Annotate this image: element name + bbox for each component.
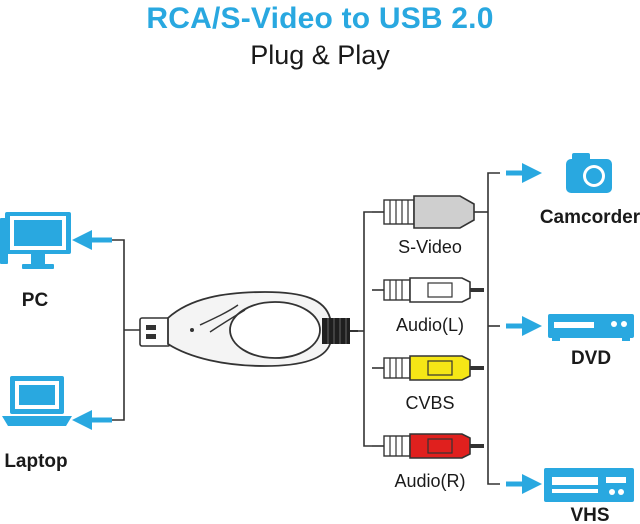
svideo-connector	[372, 195, 475, 229]
dvd-player-icon	[548, 314, 634, 341]
laptop-label: Laptop	[4, 451, 67, 472]
capture-dongle	[167, 291, 358, 367]
usb-plug	[139, 317, 171, 347]
audio-right-label: Audio(R)	[394, 471, 465, 491]
left-bracket	[112, 239, 142, 421]
camcorder-label: Camcorder	[540, 207, 640, 228]
svideo-label: S-Video	[398, 237, 462, 257]
cvbs-label: CVBS	[405, 393, 454, 413]
dvd-label: DVD	[571, 348, 611, 369]
right-bracket	[474, 172, 500, 485]
vhs-label: VHS	[570, 505, 609, 524]
audio-left-connector	[372, 277, 484, 303]
cable-fanout	[363, 211, 372, 447]
audio-right-connector	[372, 433, 484, 459]
vhs-player-icon	[544, 468, 634, 502]
pc-label: PC	[22, 290, 49, 311]
laptop-icon	[2, 376, 72, 426]
camera-icon	[566, 153, 612, 193]
desktop-pc-icon	[0, 212, 71, 269]
cvbs-connector	[372, 355, 484, 381]
page-title: RCA/S-Video to USB 2.0	[146, 2, 494, 35]
audio-left-label: Audio(L)	[396, 315, 464, 335]
page-subtitle: Plug & Play	[250, 40, 390, 70]
